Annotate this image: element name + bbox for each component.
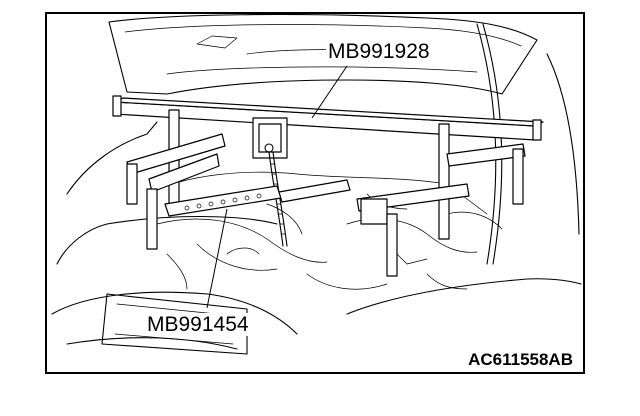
hood-props bbox=[476, 23, 503, 265]
engine-hanger-chain bbox=[164, 151, 351, 247]
hood-panel bbox=[108, 14, 538, 95]
figure-code: AC611558AB bbox=[466, 350, 575, 369]
callout-leaders bbox=[206, 65, 348, 309]
engine-hanger-beam bbox=[112, 95, 544, 277]
callout-label-chain-tool: MB991454 bbox=[145, 313, 251, 336]
callout-label-beam-tool: MB991928 bbox=[326, 40, 432, 63]
engine-hanger-drawing bbox=[51, 14, 582, 355]
technical-illustration: MB991928 MB991454 AC611558AB bbox=[45, 12, 585, 374]
car-body bbox=[51, 53, 582, 355]
